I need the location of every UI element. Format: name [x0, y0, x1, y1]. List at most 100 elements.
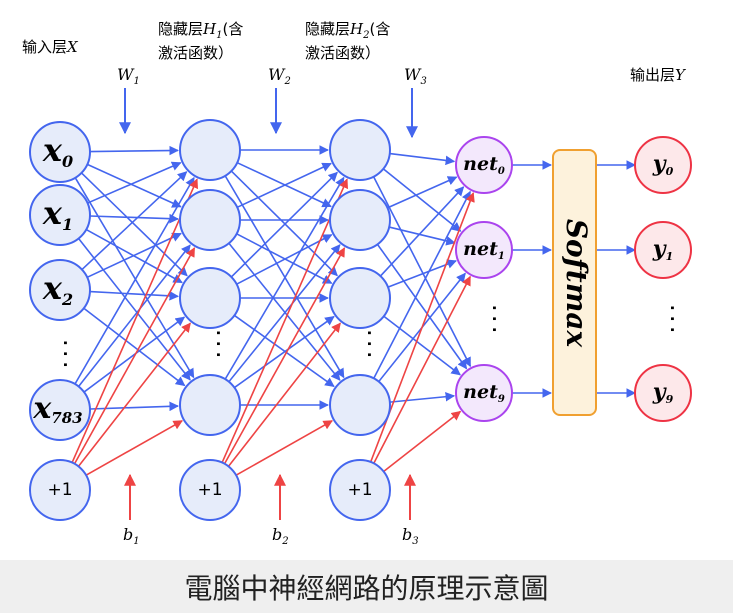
- net-node: [455, 221, 513, 279]
- weight-edge: [77, 244, 191, 387]
- weight-edge: [230, 170, 338, 277]
- softmax-label: Softmax: [560, 219, 593, 348]
- hidden-1-node: [179, 119, 241, 181]
- weight-edge: [236, 234, 333, 285]
- bias-edge: [383, 410, 462, 473]
- svg-text:b1: b1: [123, 525, 140, 547]
- input-bias-node: [29, 459, 91, 521]
- weight-edge: [372, 176, 472, 368]
- input-node-label: x0: [42, 131, 73, 171]
- output-node-label: y1: [652, 236, 673, 263]
- weight-edge: [83, 307, 186, 387]
- output-layer-title: 输出层Y: [630, 66, 687, 84]
- weight-edge: [81, 171, 188, 271]
- hidden-layer-1-title: 隐藏层H1(含: [158, 20, 243, 41]
- svg-text:W2: W2: [268, 65, 291, 87]
- weight-edge: [89, 290, 180, 301]
- output-node-label: y0: [652, 151, 674, 178]
- weight-edge: [89, 145, 179, 156]
- hidden-1-node: [179, 267, 241, 329]
- bias-node-label: +1: [47, 480, 72, 500]
- weight-edge: [228, 242, 341, 381]
- net-node: [455, 136, 513, 194]
- bias-edge: [373, 275, 471, 464]
- bias-edge: [71, 178, 198, 463]
- caption-bar: 電腦中神經網路的原理示意圖: [0, 560, 733, 613]
- svg-text:W1: W1: [117, 65, 140, 87]
- input-node: [29, 379, 91, 441]
- input-ellipsis: · · ·: [56, 340, 74, 368]
- bias-edge: [227, 322, 341, 467]
- hidden-1-node: [179, 189, 241, 251]
- hidden-2-node: [329, 189, 391, 251]
- weight-edge: [228, 244, 341, 383]
- hidden-1-bias-node: [179, 459, 241, 521]
- svg-text:W3: W3: [404, 65, 427, 87]
- svg-text:b3: b3: [402, 525, 419, 547]
- weight-edge: [224, 175, 345, 379]
- weight-edge: [389, 391, 456, 403]
- output-ellipsis: · · ·: [663, 305, 681, 333]
- weight-edge: [87, 161, 182, 204]
- weight-w1: W1: [117, 65, 140, 135]
- weight-edge: [389, 152, 456, 166]
- weight-edge: [86, 232, 182, 279]
- bias-edge: [73, 247, 196, 465]
- net-node-label: net0: [463, 153, 505, 177]
- weight-edge: [89, 213, 179, 224]
- weight-edge: [83, 316, 186, 393]
- output-node: [634, 136, 692, 194]
- weight-w3: W3: [404, 65, 427, 139]
- input-layer-title: 输入层X: [22, 38, 79, 56]
- net-node-label: net9: [463, 381, 505, 405]
- diagram-caption: 電腦中神經網路的原理示意圖: [184, 571, 549, 605]
- hidden-layer-1-subtitle: 激活函数）: [158, 44, 233, 62]
- bias-edge: [223, 247, 346, 465]
- svg-text:b2: b2: [272, 525, 289, 547]
- hidden-layer-2-title: 隐藏层H2(含: [305, 20, 390, 41]
- bias-node-label: +1: [197, 480, 222, 500]
- weight-edge: [382, 168, 462, 232]
- hidden-2-ellipsis: · · ·: [360, 330, 378, 358]
- input-node-label: x1: [42, 194, 73, 234]
- hidden-2-node: [329, 374, 391, 436]
- input-node: [29, 259, 91, 321]
- bias-edge: [77, 322, 191, 467]
- connection-edges: [71, 145, 636, 476]
- bias-b3: b3: [402, 473, 419, 547]
- net-node: [455, 364, 513, 422]
- weight-edge: [388, 226, 456, 246]
- bias-node-label: +1: [347, 480, 372, 500]
- bias-b1: b1: [123, 473, 140, 547]
- weight-edge: [80, 172, 188, 277]
- bias-edge: [221, 178, 348, 463]
- weight-edge: [230, 171, 338, 278]
- input-node: [29, 121, 91, 183]
- hidden-1-ellipsis: · · ·: [209, 330, 227, 358]
- input-node-label: x2: [42, 269, 73, 309]
- weight-edge: [74, 176, 195, 385]
- input-node: [29, 184, 91, 246]
- net-node-label: net1: [463, 238, 505, 262]
- weight-edge: [373, 190, 471, 379]
- weight-edge: [233, 314, 335, 388]
- weight-edge: [89, 401, 179, 412]
- weight-edge: [77, 238, 191, 381]
- weight-edge: [387, 259, 457, 288]
- hidden-layer-2-subtitle: 激活函数）: [305, 44, 380, 62]
- softmax-box: Softmax: [552, 149, 597, 416]
- weight-edge: [376, 243, 468, 370]
- weight-edge: [236, 162, 332, 209]
- hidden-1-node: [179, 374, 241, 436]
- hidden-2-node: [329, 119, 391, 181]
- output-node: [634, 221, 692, 279]
- bias-edge: [85, 420, 183, 476]
- output-node: [634, 364, 692, 422]
- weight-edge: [387, 176, 458, 209]
- weight-edge: [224, 176, 345, 380]
- net-ellipsis: · · ·: [485, 305, 503, 333]
- bias-edge: [235, 420, 333, 476]
- weight-edge: [379, 186, 465, 277]
